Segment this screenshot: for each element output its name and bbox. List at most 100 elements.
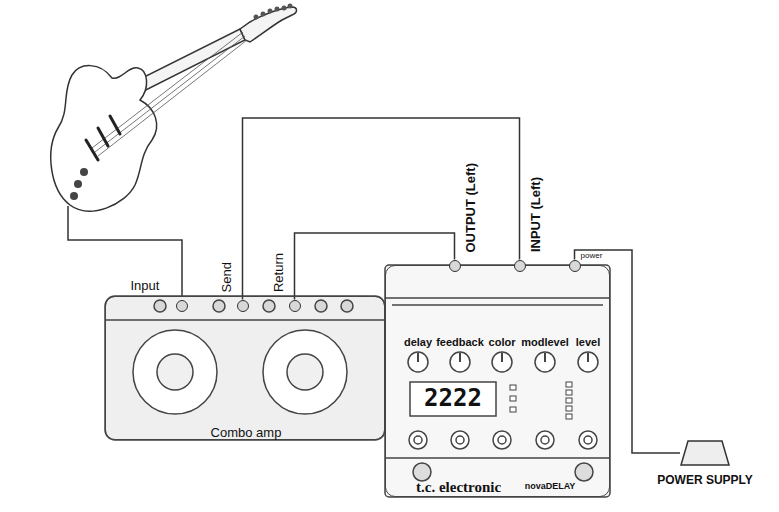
drawing-part bbox=[417, 353, 419, 362]
drawing-part bbox=[418, 353, 588, 362]
output-jack: OUTPUT (Left) bbox=[449, 260, 461, 272]
return-jack: Return bbox=[289, 300, 301, 312]
pedal-drawing bbox=[385, 265, 610, 497]
node-label: power bbox=[581, 251, 603, 260]
knob-label: level bbox=[576, 336, 600, 349]
drawing-part bbox=[341, 300, 353, 312]
drawing-part bbox=[385, 297, 610, 299]
knob-label: feedback bbox=[436, 336, 484, 349]
node-label: t.c. electronic bbox=[416, 479, 501, 496]
supply-outline bbox=[680, 440, 730, 466]
drawing-part bbox=[566, 406, 572, 411]
drawing-part bbox=[157, 354, 193, 390]
display-digits: 2222 bbox=[424, 385, 482, 413]
amp-box: Combo ampInputSendReturn bbox=[105, 296, 385, 440]
drawing-part bbox=[51, 66, 157, 211]
drawing-part bbox=[275, 7, 280, 12]
drawing-part bbox=[410, 382, 496, 416]
drawing-part bbox=[240, 7, 297, 42]
drawing-part bbox=[498, 436, 506, 444]
drawing-part bbox=[315, 300, 327, 312]
drawing-part bbox=[70, 168, 88, 200]
drawing-part bbox=[451, 431, 469, 449]
node-label: POWER SUPPLY bbox=[657, 474, 753, 488]
drawing-part bbox=[254, 15, 259, 20]
input-jack: Input bbox=[176, 300, 188, 312]
jack-label: Return bbox=[272, 253, 287, 292]
knob-label: modlevel bbox=[521, 336, 569, 349]
drawing-part bbox=[385, 457, 610, 459]
drawing-part bbox=[263, 330, 347, 414]
drawing-part bbox=[95, 36, 245, 152]
drawing-part bbox=[98, 128, 108, 146]
jack-label: Send bbox=[220, 262, 235, 292]
drawing-part bbox=[213, 300, 225, 312]
drawing-part bbox=[408, 352, 598, 372]
drawing-part bbox=[287, 354, 323, 390]
drawing-part bbox=[261, 12, 266, 17]
drawing-part bbox=[110, 116, 120, 134]
power-jack: power bbox=[569, 260, 581, 272]
drawing-part bbox=[154, 300, 166, 312]
drawing-part bbox=[133, 330, 217, 414]
drawing-part bbox=[456, 436, 464, 444]
drawing-part bbox=[566, 398, 572, 403]
model-logo: novaDELAY bbox=[525, 481, 576, 491]
drawing-part bbox=[268, 9, 273, 14]
drawing-part bbox=[579, 431, 597, 449]
drawing-part bbox=[413, 463, 431, 481]
supply-outline bbox=[681, 441, 729, 465]
drawing-part bbox=[492, 352, 512, 372]
drawing-part bbox=[282, 6, 287, 11]
drawing-part bbox=[541, 436, 549, 444]
drawing-part bbox=[105, 296, 385, 440]
drawing-part bbox=[587, 353, 589, 362]
drawing-part bbox=[263, 300, 275, 312]
drawing-part bbox=[92, 32, 243, 148]
drawing-part bbox=[409, 431, 427, 449]
drawing-part bbox=[254, 4, 293, 20]
node-label: Combo amp bbox=[211, 426, 282, 441]
drawing-part bbox=[459, 353, 461, 362]
drawing-part bbox=[566, 390, 572, 395]
drawing-part bbox=[536, 431, 554, 449]
drawing-part bbox=[86, 140, 98, 160]
power-supply: POWER SUPPLY bbox=[680, 440, 730, 466]
drawing-part bbox=[408, 352, 428, 372]
drawing-part bbox=[501, 353, 503, 362]
knob-label: delay bbox=[404, 336, 432, 349]
drawing-part bbox=[392, 304, 603, 306]
drawing-part bbox=[510, 385, 516, 390]
drawing-part bbox=[510, 382, 572, 419]
cable bbox=[575, 250, 681, 453]
drawing-part bbox=[98, 40, 247, 156]
cable bbox=[243, 118, 520, 300]
drawing-part bbox=[70, 192, 78, 200]
drawing-part bbox=[86, 116, 120, 160]
drawing-part bbox=[566, 414, 572, 419]
drawing-part bbox=[414, 436, 422, 444]
drawing-part bbox=[510, 396, 516, 401]
drawing-part bbox=[578, 352, 598, 372]
knob-label: color bbox=[489, 336, 516, 349]
guitar-drawing bbox=[51, 4, 297, 212]
drawing-part bbox=[288, 4, 293, 9]
drawing-part bbox=[510, 407, 516, 412]
drawing-part bbox=[544, 353, 546, 362]
drawing-part bbox=[535, 352, 555, 372]
drawing-part bbox=[584, 436, 592, 444]
drawing-part bbox=[74, 180, 82, 188]
drawing-part bbox=[409, 431, 597, 449]
drawing-part bbox=[566, 382, 572, 387]
pedal-box: t.c. electronicOUTPUT (Left)INPUT (Left)… bbox=[385, 265, 610, 497]
drawing-part bbox=[493, 431, 511, 449]
drawing-part bbox=[92, 32, 247, 156]
drawing-part bbox=[575, 463, 593, 481]
drawing-part bbox=[80, 168, 88, 176]
jack-label: INPUT (Left) bbox=[529, 177, 544, 252]
jack-label: OUTPUT (Left) bbox=[464, 163, 479, 253]
amp-drawing bbox=[105, 296, 385, 440]
input-jack: INPUT (Left) bbox=[514, 260, 526, 272]
